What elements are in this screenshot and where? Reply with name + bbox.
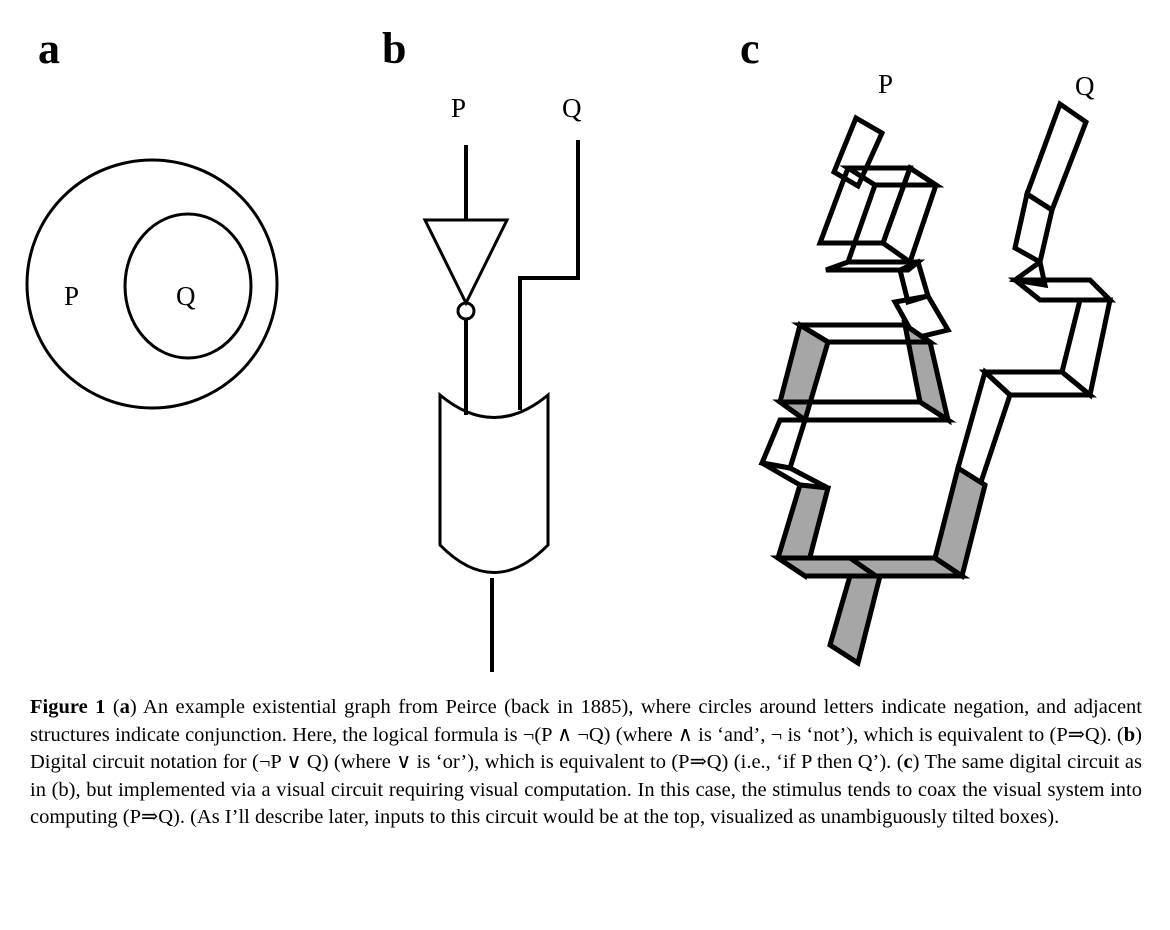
box-p-input	[830, 114, 886, 190]
panel-c-letter: c	[740, 24, 760, 73]
caption-part-a-text: ) An example existential graph from Peir…	[30, 696, 1142, 746]
link-left	[758, 417, 809, 471]
caption-part-a-open: (	[105, 696, 120, 718]
caption-panel-a-ref: a	[119, 696, 130, 718]
inner-cut-circle	[123, 212, 253, 360]
or-right-face	[932, 464, 988, 581]
panel-b: b P Q	[382, 24, 582, 672]
or-gate	[438, 391, 550, 574]
frustum-bottom	[772, 399, 957, 423]
box-q-input	[1023, 100, 1090, 214]
figure-1: a P Q b P Q c P Q	[25, 24, 1117, 672]
connector-p2	[891, 293, 952, 341]
caption-panel-b-ref: b	[1123, 723, 1136, 746]
visual-input-label-q: Q	[1075, 71, 1095, 101]
visual-input-label-p: P	[878, 69, 893, 99]
box-q-input-2	[1012, 189, 1055, 266]
wire-q	[518, 140, 580, 410]
figure-caption: Figure 1 (a) An example existential grap…	[30, 694, 1142, 832]
caption-panel-c-ref: c	[903, 751, 913, 773]
input-label-p: P	[451, 93, 466, 123]
caption-label: Figure 1	[30, 696, 106, 718]
panel-b-letter: b	[382, 24, 406, 73]
output-stem	[827, 573, 884, 667]
outer-cut-circle	[25, 158, 279, 410]
label-q-inner: Q	[176, 281, 196, 311]
panel-a-letter: a	[38, 24, 60, 73]
or-base	[769, 555, 971, 579]
or-base-divider	[848, 555, 878, 579]
frustum-top	[791, 322, 939, 345]
input-label-q: Q	[562, 93, 582, 123]
box-q-lower	[955, 367, 1013, 490]
link-left-step	[760, 460, 830, 491]
caption-part-b-text: ) Digital circuit notation for (¬P ∨ Q) …	[30, 723, 1142, 774]
panel-a: a P Q	[25, 24, 279, 410]
cube-p-edge	[845, 184, 878, 263]
caption-part-c-text: ) The same digital circuit as in (b), bu…	[30, 751, 1142, 828]
not-gate	[422, 218, 510, 307]
label-p-outer: P	[64, 281, 79, 311]
panel-c: c P Q	[740, 24, 1117, 667]
cube-p-side	[880, 164, 939, 266]
